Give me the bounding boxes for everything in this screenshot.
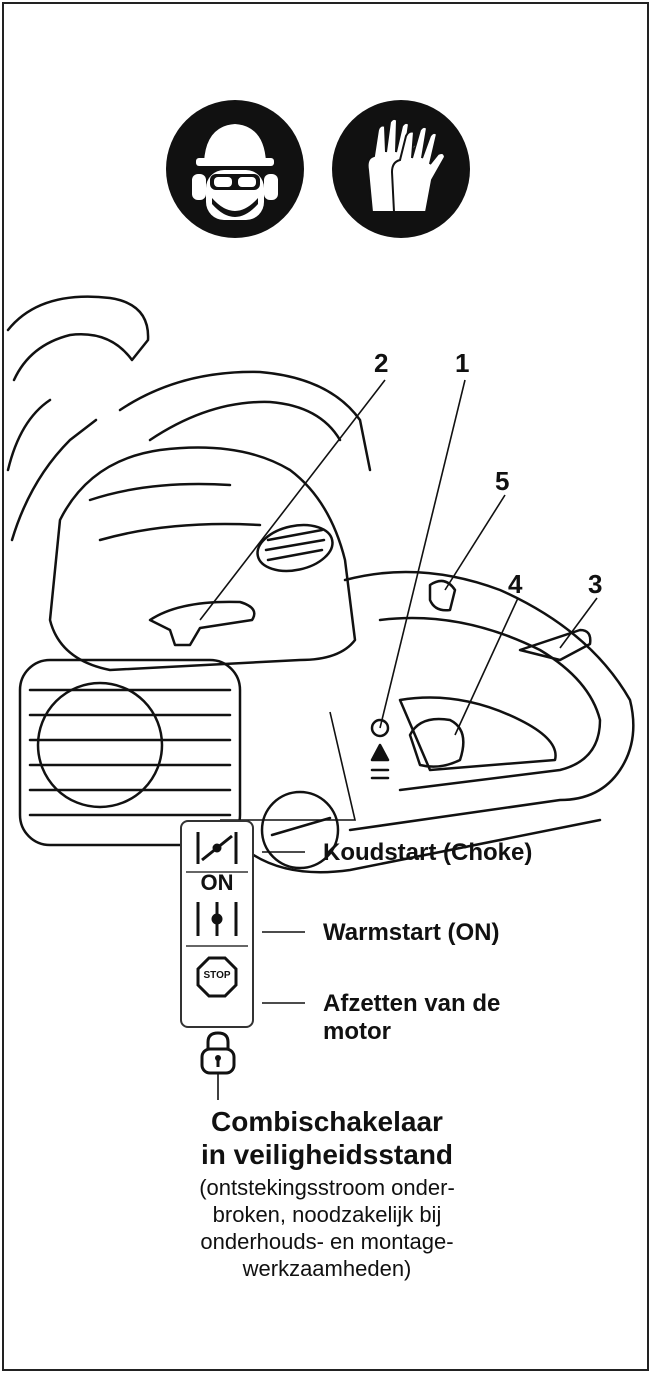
warm-start-icon (196, 902, 238, 936)
caption-body-1: (ontstekingsstroom onder- (199, 1175, 455, 1200)
label-stop-line1: Afzetten van de (323, 990, 501, 1017)
callout-1: 1 (455, 348, 470, 378)
caption-title-1: Combischakelaar (211, 1106, 443, 1137)
callout-2: 2 (374, 348, 389, 378)
caption-body-4: werkzaamheden) (242, 1256, 412, 1281)
callout-4: 4 (508, 569, 523, 599)
padlock-icon (200, 1031, 236, 1075)
protective-gloves-icon (332, 100, 470, 238)
stop-label: STOP (203, 970, 231, 981)
caption-body-3: onderhouds- en montage- (200, 1229, 454, 1254)
on-label: ON (200, 870, 234, 895)
choke-icon (196, 832, 238, 864)
label-stop-line2: motor (323, 1018, 391, 1045)
caption-title-2: in veiligheidsstand (200, 1139, 454, 1170)
label-warm-start: Warmstart (ON) (323, 919, 500, 946)
callout-3: 3 (588, 569, 603, 599)
label-cold-start: Koudstart (Choke) (323, 839, 533, 866)
callout-5: 5 (495, 466, 510, 496)
helmet-goggles-earmuffs-icon (166, 100, 304, 238)
caption-body-2: broken, noodzakelijk bij (212, 1202, 442, 1227)
switch-position-panel: ON STOP (180, 820, 254, 1028)
stop-icon (196, 956, 238, 998)
